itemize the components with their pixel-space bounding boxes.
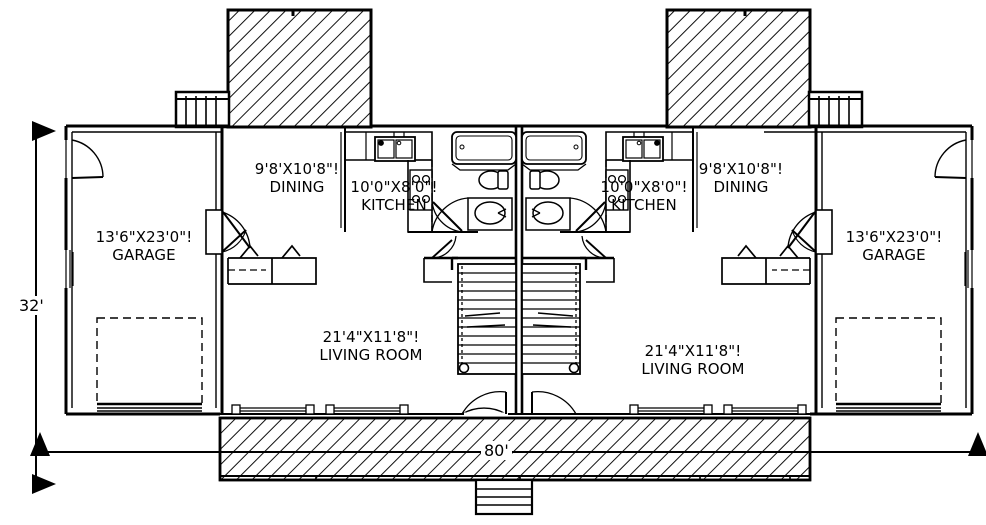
room-label-kitchen-left: 10'0"X8'0"! KITCHEN xyxy=(330,178,458,214)
party-wall xyxy=(514,126,524,414)
stair-left xyxy=(450,256,517,375)
dimension-label-width: 80' xyxy=(481,441,512,460)
room-name-living-left: LIVING ROOM xyxy=(319,346,423,364)
room-size-kitchen-right: 10'0"X8'0"! xyxy=(600,178,688,196)
rear-deck-right xyxy=(665,8,812,129)
deck-steps-left xyxy=(174,90,231,129)
room-label-living-right: 21'4"X11'8"! LIVING ROOM xyxy=(600,342,786,378)
unit-right-interior xyxy=(521,126,818,415)
room-name-garage-right: GARAGE xyxy=(862,246,926,264)
room-name-dining-right: DINING xyxy=(713,178,769,196)
room-size-living-left: 21'4"X11'8"! xyxy=(322,328,420,346)
room-size-dining-left: 9'8'X10'8"! xyxy=(254,160,340,178)
front-porch xyxy=(218,416,812,482)
room-label-dining-left: 9'8'X10'8"! DINING xyxy=(222,160,372,196)
room-size-dining-right: 9'8'X10'8"! xyxy=(698,160,784,178)
room-size-living-right: 21'4"X11'8"! xyxy=(644,342,742,360)
front-porch-steps xyxy=(474,478,534,516)
deck-steps-right xyxy=(807,90,864,129)
room-label-living-left: 21'4"X11'8"! LIVING ROOM xyxy=(278,328,464,364)
room-size-kitchen-left: 10'0"X8'0"! xyxy=(350,178,438,196)
room-name-kitchen-left: KITCHEN xyxy=(361,196,427,214)
rear-deck-left xyxy=(226,8,373,129)
room-label-garage-right: 13'6"X23'0"! GARAGE xyxy=(816,228,972,264)
stair-right xyxy=(521,256,588,375)
room-name-dining-left: DINING xyxy=(269,178,325,196)
closets-left xyxy=(221,229,317,285)
closets-right xyxy=(721,229,817,285)
unit-left-interior xyxy=(220,126,517,416)
room-size-garage-right: 13'6"X23'0"! xyxy=(845,228,943,246)
room-label-kitchen-right: 10'0"X8'0"! KITCHEN xyxy=(580,178,708,214)
room-name-kitchen-right: KITCHEN xyxy=(611,196,677,214)
room-label-garage-left: 13'6"X23'0"! GARAGE xyxy=(66,228,222,264)
dimension-label-height: 32' xyxy=(16,296,47,315)
room-name-garage-left: GARAGE xyxy=(112,246,176,264)
room-name-living-right: LIVING ROOM xyxy=(641,360,745,378)
room-label-dining-right: 9'8'X10'8"! DINING xyxy=(666,160,816,196)
room-size-garage-left: 13'6"X23'0"! xyxy=(95,228,193,246)
